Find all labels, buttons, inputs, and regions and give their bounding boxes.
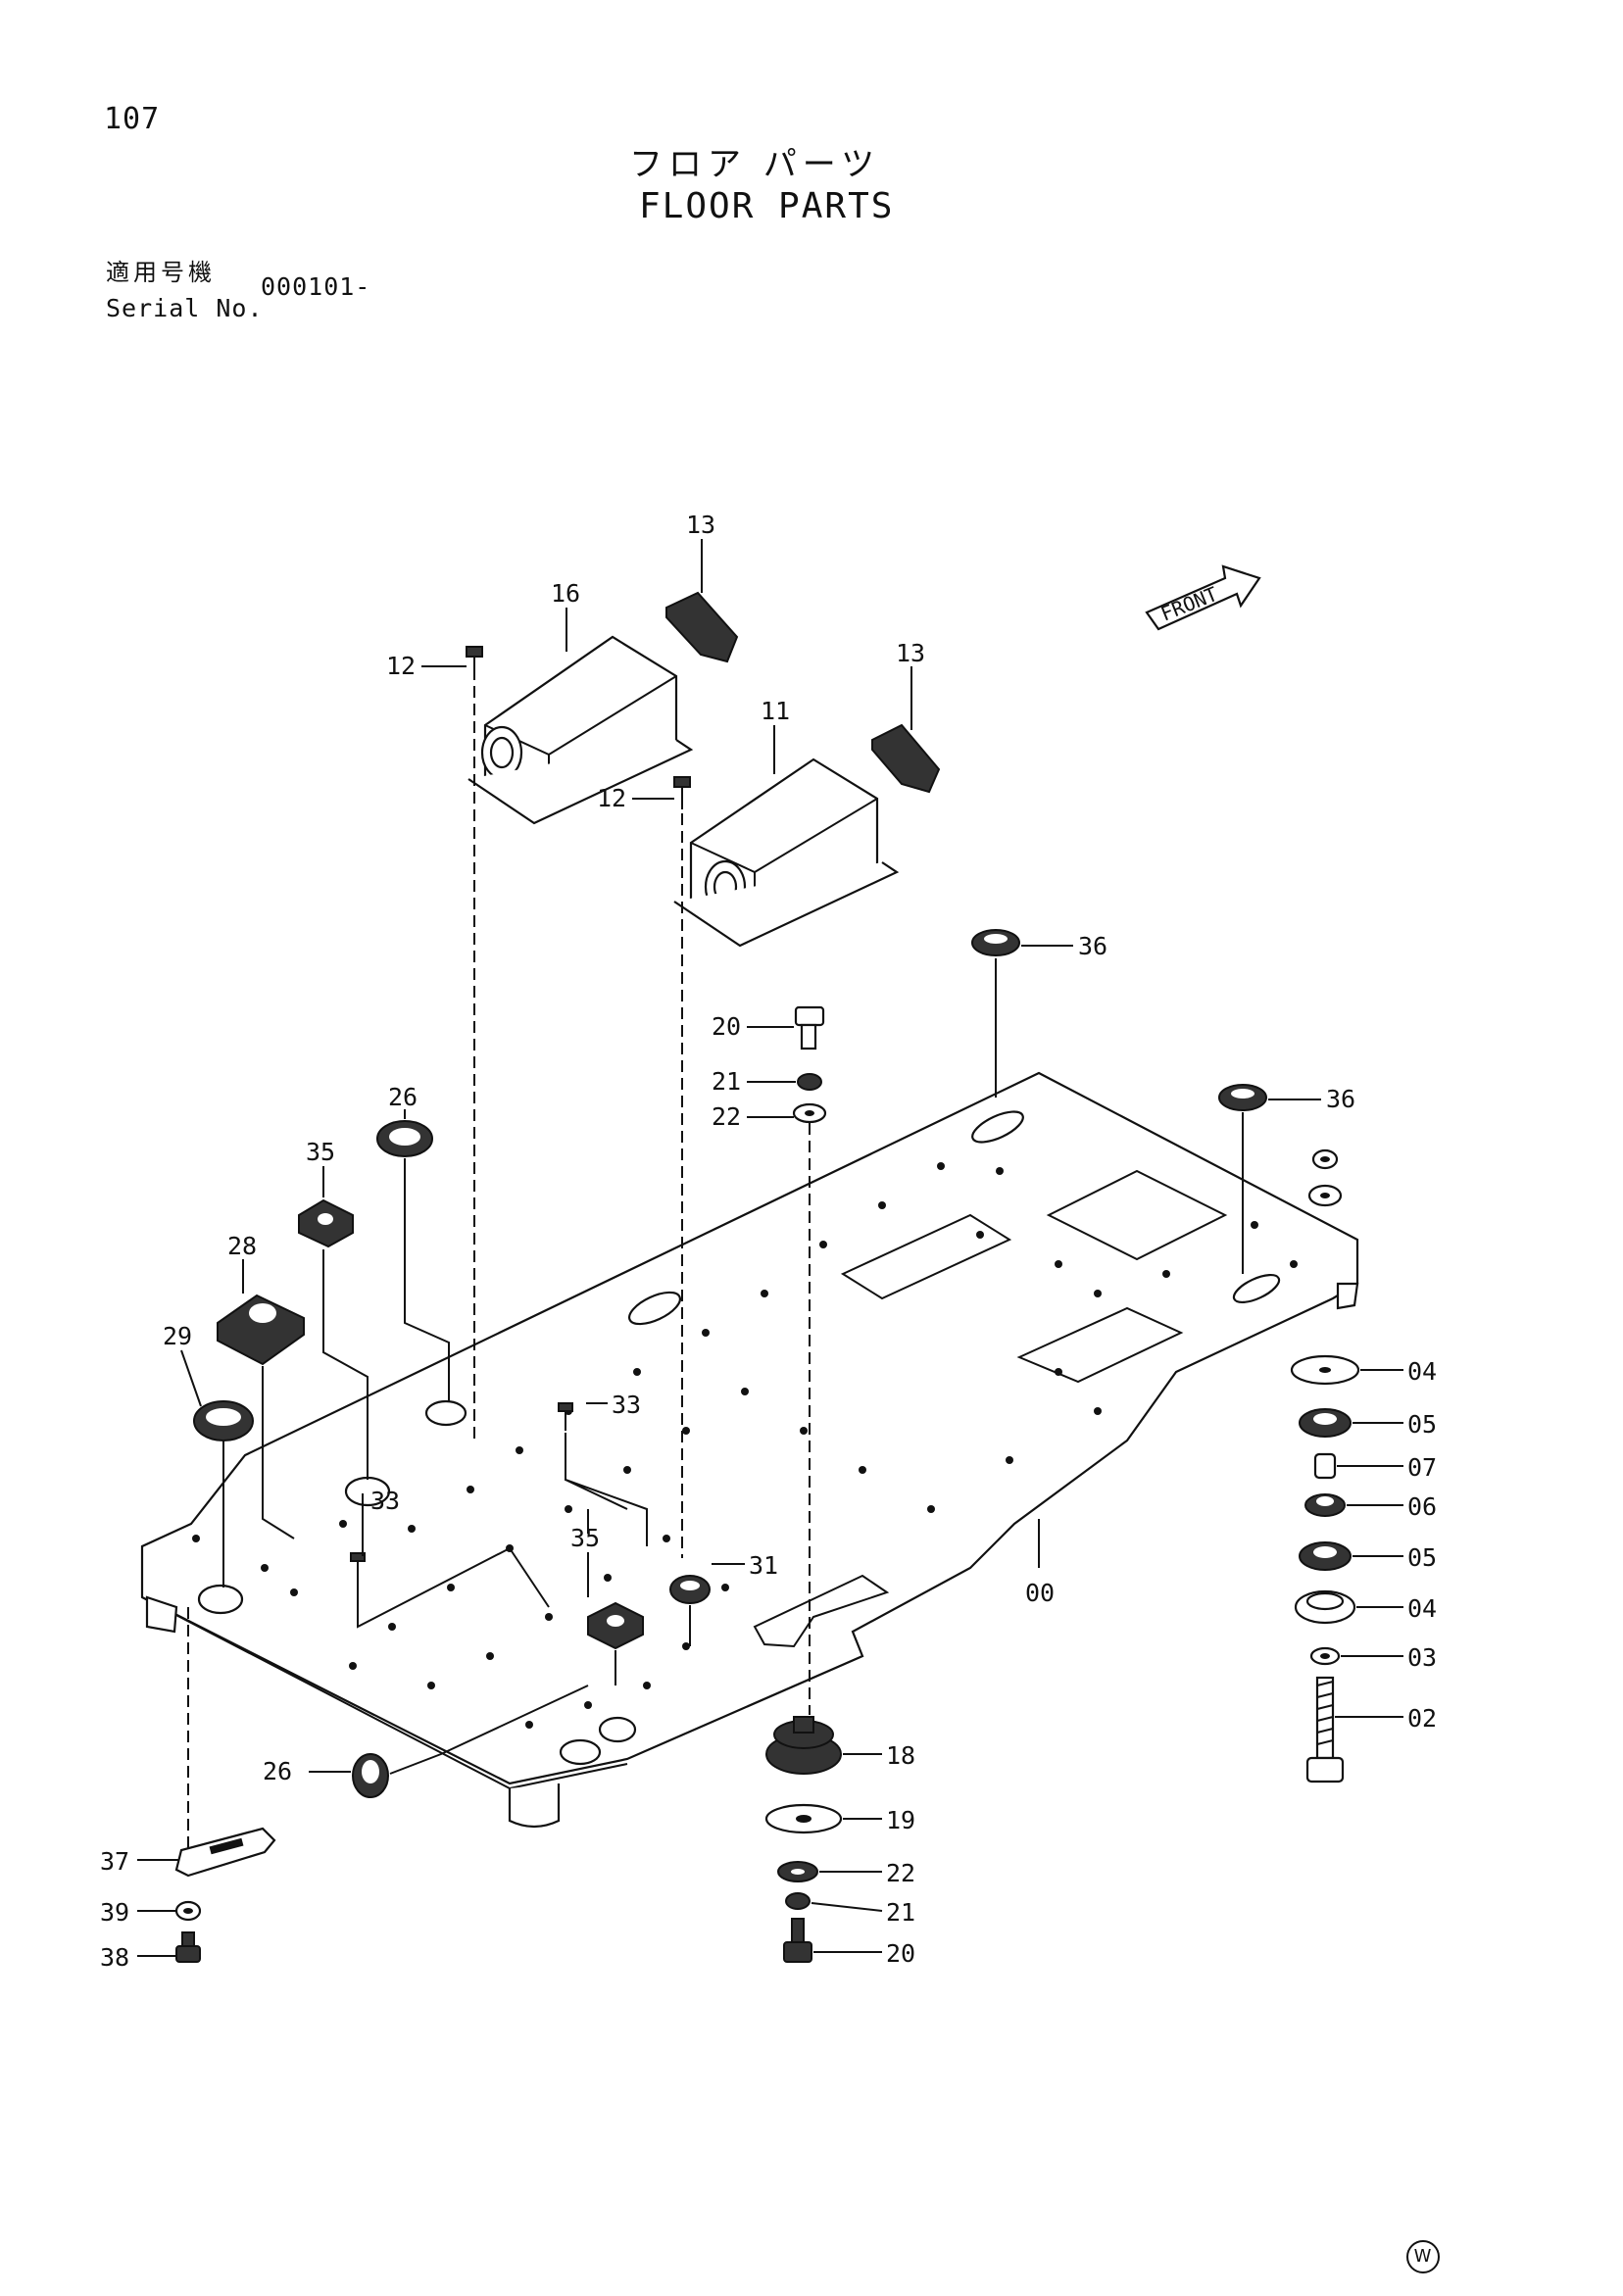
callout-35: 35 — [306, 1138, 335, 1166]
plate-04-upper — [1290, 1354, 1360, 1386]
serial-label: Serial No. — [106, 294, 264, 322]
washer-19 — [764, 1803, 843, 1834]
callout-20: 20 — [712, 1012, 741, 1041]
callout-33: 33 — [612, 1391, 641, 1419]
washer-03 — [1309, 1646, 1341, 1666]
callout-22: 22 — [712, 1102, 741, 1131]
rubber-05-lower — [1299, 1541, 1352, 1571]
callout-02: 02 — [1407, 1704, 1437, 1733]
callout-06: 06 — [1407, 1492, 1437, 1521]
callout-03: 03 — [1407, 1643, 1437, 1672]
callout-26: 26 — [263, 1757, 292, 1785]
washer-39 — [174, 1900, 202, 1922]
grommet-36-right — [1218, 1084, 1267, 1111]
callout-21: 21 — [886, 1898, 915, 1927]
callout-22: 22 — [886, 1859, 915, 1887]
page-title-japanese: フロア パーツ — [629, 145, 881, 184]
callout-20: 20 — [886, 1939, 915, 1968]
floor-plate — [140, 1071, 1359, 1829]
collar-07 — [1313, 1452, 1337, 1480]
washer-22-upper — [792, 1102, 827, 1124]
callout-26: 26 — [388, 1083, 418, 1111]
cover-13-center — [871, 723, 941, 794]
box-16 — [467, 635, 694, 825]
rubber-06 — [1304, 1493, 1346, 1517]
cushion-35-upper — [298, 1198, 354, 1248]
cushion-26-upper — [376, 1120, 433, 1157]
box-11 — [673, 757, 900, 948]
callout-29: 29 — [163, 1322, 192, 1350]
callout-00: 00 — [1025, 1579, 1055, 1607]
cushion-31 — [669, 1575, 711, 1604]
assembly-guide-lines — [187, 686, 1244, 1852]
callout-labels: 13 16 12 13 11 12 36 36 20 21 22 26 35 2… — [100, 511, 1437, 1972]
spring-washer-21-upper — [797, 1073, 822, 1091]
callout-11: 11 — [761, 697, 790, 725]
callout-37: 37 — [100, 1847, 129, 1876]
nut-right-top — [1311, 1148, 1339, 1170]
bolt-20-upper — [794, 1005, 825, 1050]
bolt-12-center — [673, 776, 691, 809]
bolt-20-lower — [783, 1918, 812, 1963]
callout-36: 36 — [1326, 1085, 1355, 1113]
callout-04: 04 — [1407, 1594, 1437, 1623]
page-title: FLOOR PARTS — [639, 186, 895, 226]
front-label: FRONT — [1157, 582, 1221, 626]
cushion-29 — [193, 1400, 254, 1441]
callout-07: 07 — [1407, 1453, 1437, 1482]
grommet-36-left — [971, 929, 1020, 956]
serial-label-japanese: 適用号機 — [106, 259, 216, 286]
callout-13: 13 — [896, 639, 925, 667]
callout-04: 04 — [1407, 1357, 1437, 1386]
washer-right-top — [1307, 1184, 1343, 1207]
leader-lines — [137, 539, 1403, 1957]
callout-28: 28 — [227, 1232, 257, 1260]
callout-21: 21 — [712, 1067, 741, 1096]
bolt-33-center — [558, 1402, 573, 1431]
bolt-33-left — [350, 1552, 366, 1582]
washer-22-lower — [777, 1861, 818, 1882]
rubber-05-upper — [1299, 1408, 1352, 1438]
mount-rubber-18 — [765, 1716, 842, 1775]
callout-05: 05 — [1407, 1410, 1437, 1439]
bolt-02 — [1305, 1676, 1345, 1783]
cover-13-upper — [665, 591, 739, 663]
plate-04-lower — [1294, 1589, 1356, 1625]
page-number: 107 — [104, 102, 161, 136]
bolt-38 — [175, 1931, 201, 1963]
callout-19: 19 — [886, 1806, 915, 1834]
callout-05: 05 — [1407, 1543, 1437, 1572]
publisher-mark: W — [1406, 2240, 1440, 2273]
bolt-12-upper — [466, 646, 483, 680]
serial-number: 000101- — [261, 272, 371, 301]
bracket-37 — [174, 1827, 276, 1878]
callout-35: 35 — [570, 1524, 600, 1552]
cushion-35-lower — [587, 1601, 644, 1650]
pad-28 — [217, 1294, 305, 1366]
cushion-26-lower — [352, 1753, 389, 1798]
callout-18: 18 — [886, 1741, 915, 1770]
callout-16: 16 — [551, 579, 580, 608]
callout-39: 39 — [100, 1898, 129, 1927]
spring-washer-21-lower — [785, 1892, 811, 1910]
callout-33: 33 — [370, 1487, 400, 1515]
callout-31: 31 — [749, 1551, 778, 1580]
callout-12: 12 — [597, 784, 626, 812]
callout-36: 36 — [1078, 932, 1107, 960]
front-arrow-icon: FRONT — [1145, 564, 1261, 631]
callout-38: 38 — [100, 1943, 129, 1972]
callout-13: 13 — [686, 511, 715, 539]
callout-12: 12 — [386, 652, 416, 680]
